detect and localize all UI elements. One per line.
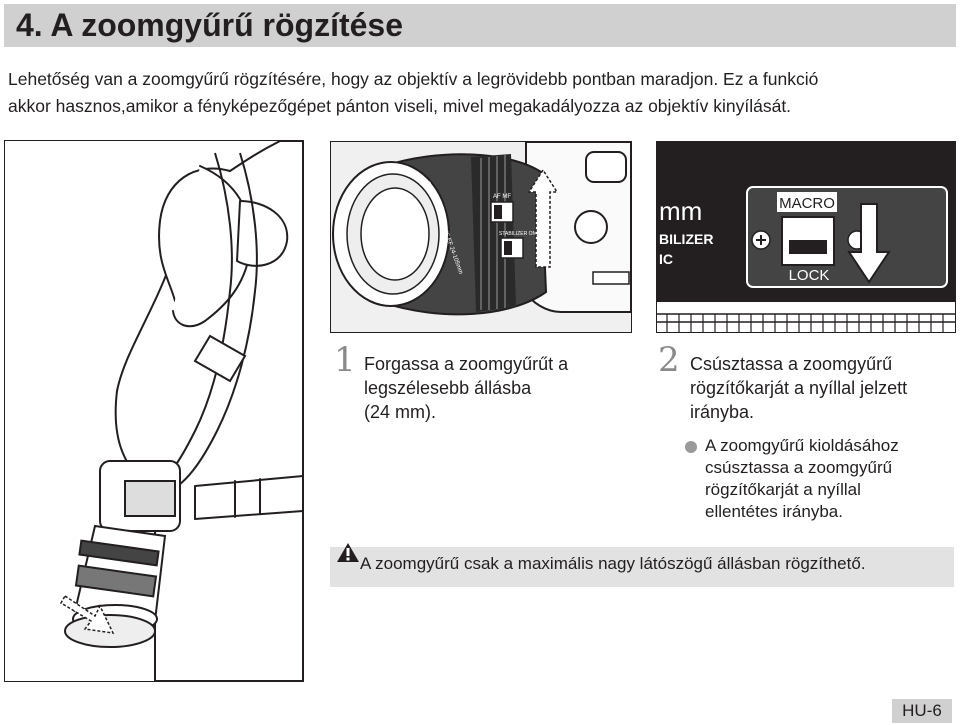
- title-bar: 4. A zoomgyűrű rögzítése: [4, 4, 956, 47]
- step-1-line: legszélesebb állásba: [364, 378, 532, 398]
- page-title: 4. A zoomgyűrű rögzítése: [16, 7, 404, 43]
- intro-line: akkor hasznos,amikor a fényképezőgépet p…: [8, 96, 792, 116]
- macro-label: MACRO: [779, 195, 835, 212]
- lock-label: LOCK: [789, 267, 830, 284]
- page-number: HU-6: [892, 699, 952, 723]
- step-2-line: rögzítőkarját a nyíllal jelzett: [690, 378, 908, 398]
- af-mf-label: AF MF: [493, 194, 511, 200]
- intro-paragraph: Lehetőség van a zoomgyűrű rögzítésére, h…: [8, 66, 956, 120]
- person-with-camera-illustration: [4, 140, 304, 682]
- step-2-number: 2: [658, 340, 680, 380]
- step-2-line: Csúsztassa a zoomgyűrű: [690, 354, 893, 374]
- caution-note-box: [330, 547, 954, 587]
- subnote-line: A zoomgyűrű kioldásához: [705, 436, 899, 455]
- caution-note-text: A zoomgyűrű csak a maximális nagy látósz…: [360, 554, 866, 573]
- subnote-line: ellentétes irányba.: [705, 502, 843, 521]
- subnote-line: rögzítőkarját a nyíllal: [705, 480, 861, 499]
- step-2-subnote: A zoomgyűrű kioldásához csúsztassa a zoo…: [705, 435, 899, 523]
- step-1-line: (24 mm).: [364, 402, 436, 422]
- caution-icon: [337, 543, 359, 562]
- bullet-icon: [685, 441, 697, 453]
- stabilizer-switch-label: STABILIZER ON OFF: [499, 231, 548, 237]
- person-drawing: [59, 141, 303, 681]
- macro-lock-illustration: mm BILIZER IC MACRO LOCK: [656, 141, 956, 333]
- step-1-text: Forgassa a zoomgyűrűt a legszélesebb áll…: [364, 352, 568, 424]
- step-2-text: Csúsztassa a zoomgyűrű rögzítőkarját a n…: [690, 352, 907, 424]
- partial-ic-label: IC: [659, 251, 673, 267]
- step-1-line: Forgassa a zoomgyűrűt a: [364, 354, 569, 374]
- step-1-number: 1: [334, 340, 356, 380]
- step-2-line: irányba.: [690, 402, 755, 422]
- partial-mm-label: mm: [659, 196, 702, 226]
- lens-zoom-illustration: AF MF STABILIZER ON OFF CANON ZOOM LENS …: [330, 141, 632, 333]
- intro-line: Lehetőség van a zoomgyűrű rögzítésére, h…: [8, 69, 819, 89]
- partial-stabilizer-label: BILIZER: [659, 231, 713, 247]
- lens-drawing: AF MF STABILIZER ON OFF CANON ZOOM LENS …: [332, 142, 631, 316]
- lock-switch-drawing: mm BILIZER IC MACRO LOCK: [657, 142, 955, 332]
- subnote-line: csúsztassa a zoomgyűrű: [705, 458, 893, 477]
